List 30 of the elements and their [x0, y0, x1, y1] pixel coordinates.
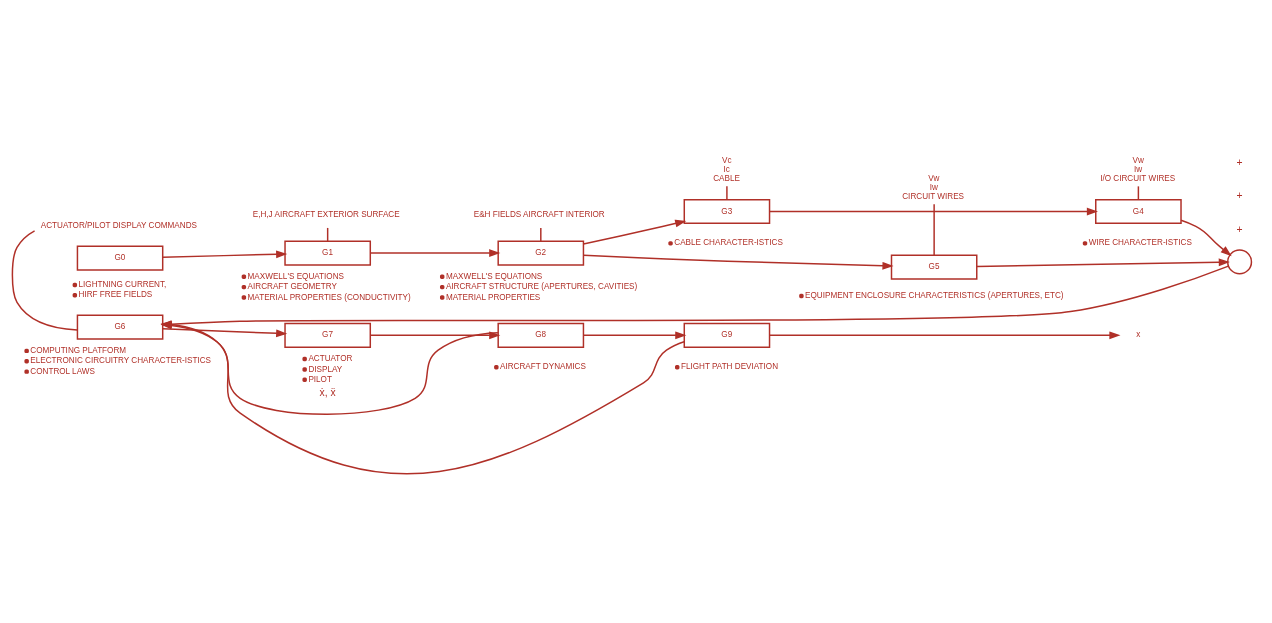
- node-label: MAXWELL'S EQUATIONS: [445, 271, 543, 281]
- edge-label: ẋ, ẍ: [319, 386, 336, 398]
- node-label: COMPUTING PLATFORM: [30, 345, 127, 355]
- node-label: AIRCRAFT STRUCTURE (APERTURES, CAVITIES): [445, 281, 638, 291]
- node-text: Vc Ic CABLE: [713, 155, 740, 183]
- node-text: Vw Iw CIRCUIT WIRES: [902, 173, 965, 201]
- label: +: [1236, 223, 1243, 235]
- node-label: CONTROL LAWS: [30, 366, 95, 376]
- node-label: WIRE CHARACTER-ISTICS: [1088, 237, 1192, 247]
- node-text: x: [1136, 329, 1141, 339]
- node-label: ELECTRONIC CIRCUITRY CHARACTER-ISTICS: [30, 355, 211, 365]
- node-label: AIRCRAFT GEOMETRY: [247, 281, 337, 291]
- node-label: EQUIPMENT ENCLOSURE CHARACTERISTICS (APERTURES, ETC): [805, 290, 1064, 300]
- node-label: MATERIAL PROPERTIES (CONDUCTIVITY): [247, 292, 411, 302]
- node-text: ACTUATOR/PILOT DISPLAY COMMANDS: [40, 220, 197, 230]
- label: +: [1236, 156, 1243, 168]
- node-label: CABLE CHARACTER-ISTICS: [674, 237, 783, 247]
- node-label: AIRCRAFT DYNAMICS: [500, 361, 586, 371]
- node-label: ACTUATOR: [308, 353, 353, 363]
- node-text: E&H FIELDS AIRCRAFT INTERIOR: [473, 209, 605, 219]
- node-label: MATERIAL PROPERTIES: [445, 292, 541, 302]
- node-label: PILOT: [308, 374, 332, 384]
- label: +: [1236, 189, 1243, 201]
- node-label: FLIGHT PATH DEVIATION: [680, 361, 779, 371]
- node-label: HIRF FREE FIELDS: [78, 289, 153, 299]
- node-text: Vw Iw I/O CIRCUIT WIRES: [1100, 155, 1176, 183]
- node-text: E,H,J AIRCRAFT EXTERIOR SURFACE: [252, 209, 400, 219]
- node-label: MAXWELL'S EQUATIONS: [247, 271, 344, 281]
- node-label: LIGHTNING CURRENT,: [78, 279, 167, 289]
- node-label: DISPLAY: [308, 364, 343, 373]
